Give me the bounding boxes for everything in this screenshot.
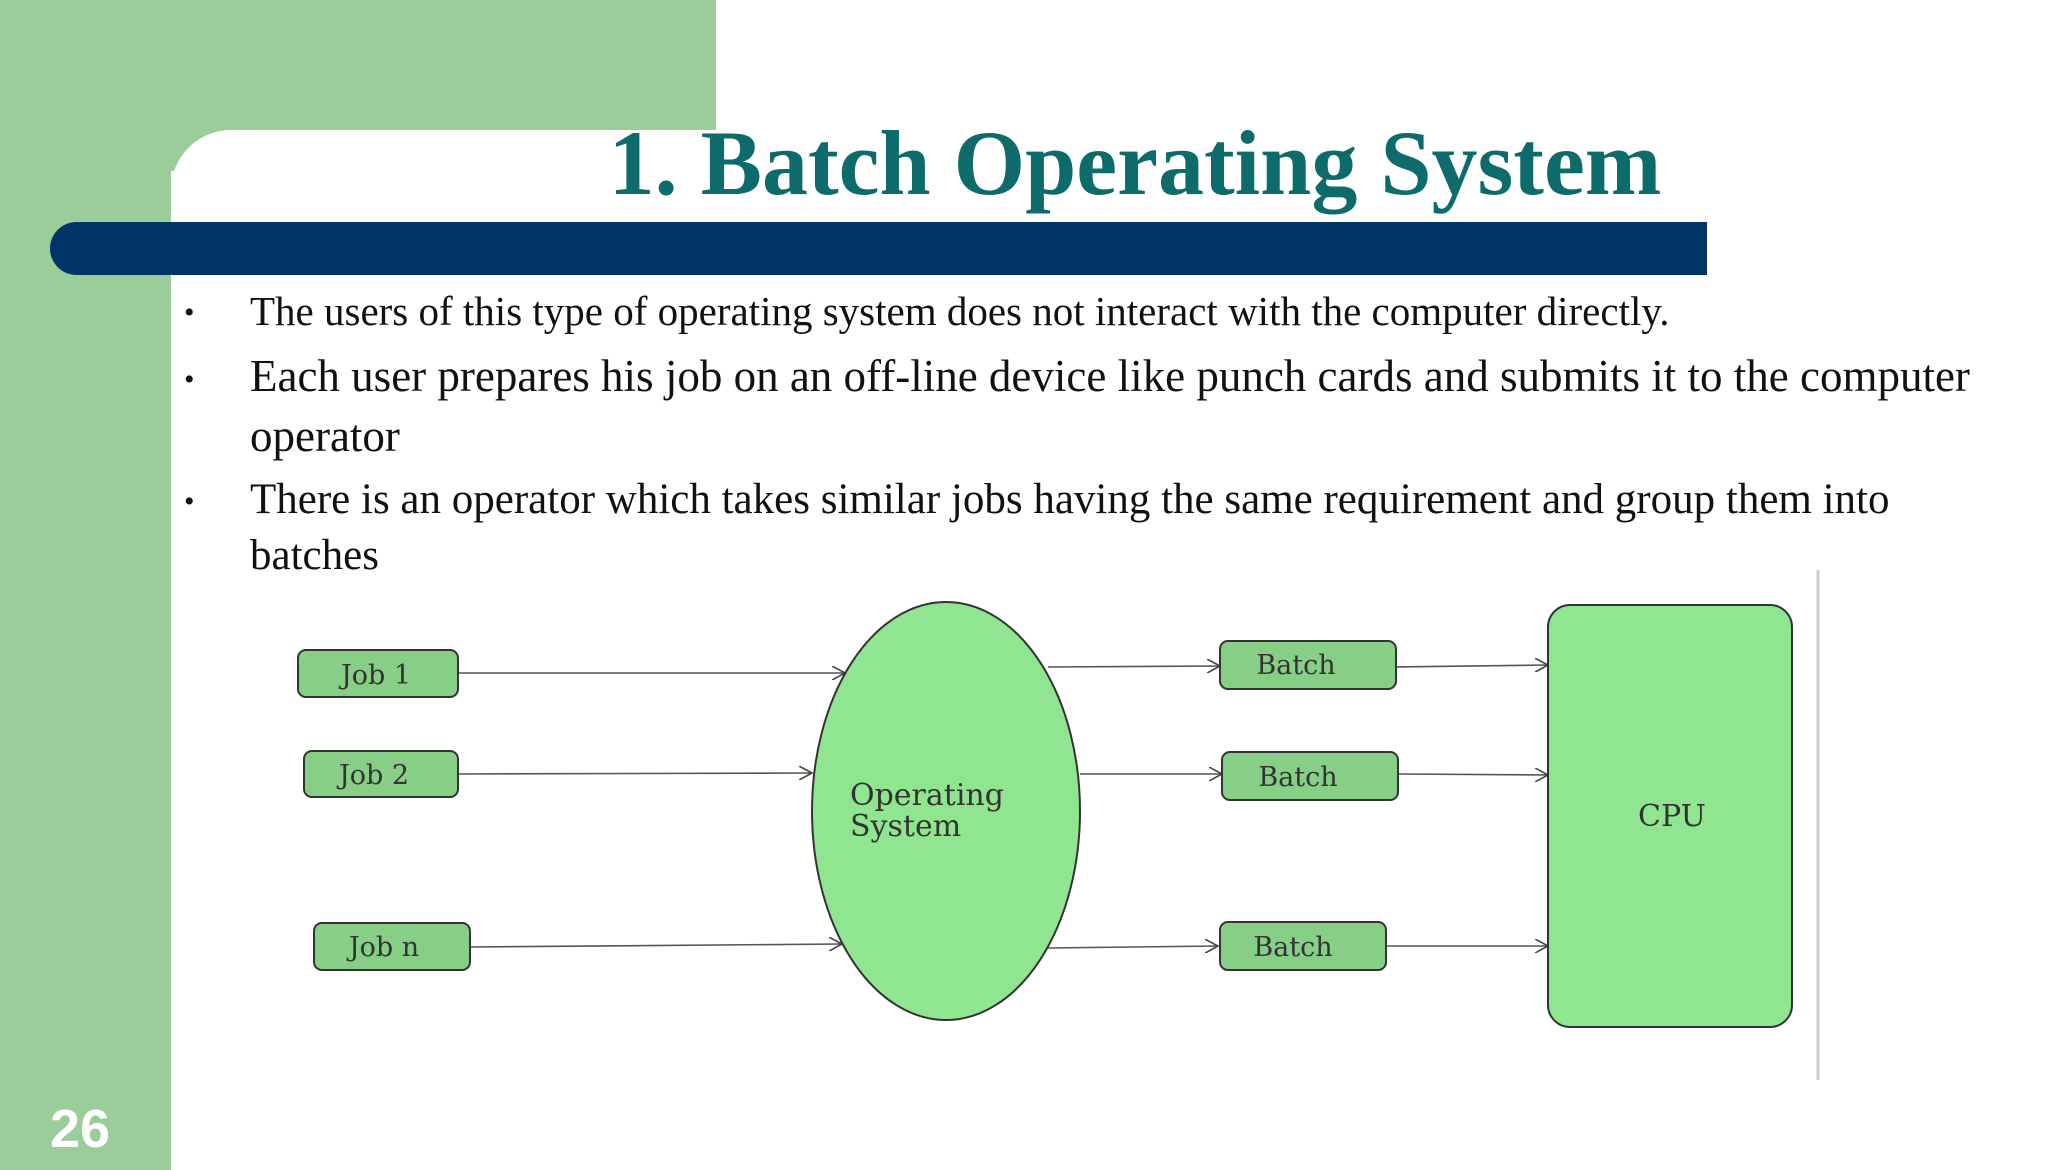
cpu-node: CPU (1547, 604, 1793, 1028)
job-label: Job 2 (336, 760, 409, 791)
job-label: Job n (346, 932, 419, 963)
job-node: Job 1 (297, 649, 459, 698)
bullet-item: • The users of this type of operating sy… (180, 282, 2010, 340)
batch-node: Batch (1221, 751, 1399, 801)
bullet-text: There is an operator which takes similar… (250, 476, 1890, 572)
batch-label: Batch (1253, 932, 1332, 963)
slide-title: 1. Batch Operating System (608, 112, 1662, 214)
os-node: Operating System (811, 601, 1081, 1021)
bullet-item: • There is an operator which takes simil… (180, 472, 2010, 572)
batch-node: Batch (1219, 921, 1387, 971)
page-number: 26 (50, 1099, 111, 1159)
batch-label: Batch (1258, 762, 1337, 793)
cpu-label: CPU (1638, 799, 1706, 834)
arrow (1047, 666, 1220, 667)
batch-node: Batch (1219, 640, 1397, 690)
arrow (457, 773, 812, 774)
arrow (469, 944, 842, 947)
bullet-glyph: • (184, 363, 195, 396)
os-label-line2: System (850, 809, 961, 844)
job-label: Job 1 (338, 660, 411, 691)
job-node: Job 2 (303, 750, 459, 798)
job-node: Job n (313, 922, 471, 971)
title-rule-bar (50, 222, 1707, 275)
bullet-text: The users of this type of operating syst… (250, 288, 1670, 334)
bullet-glyph: • (184, 485, 195, 518)
batch-label: Batch (1256, 650, 1335, 681)
bullet-list: • The users of this type of operating sy… (180, 282, 2010, 572)
os-label-line1: Operating (850, 778, 1004, 813)
arrow (1395, 665, 1548, 667)
arrow (1397, 774, 1548, 775)
bullet-glyph: • (184, 296, 195, 329)
arrow (1047, 946, 1218, 948)
bullet-text: Each user prepares his job on an off-lin… (250, 351, 1970, 461)
bullet-item: • Each user prepares his job on an off-l… (180, 346, 2010, 466)
side-green-band (0, 0, 171, 1170)
